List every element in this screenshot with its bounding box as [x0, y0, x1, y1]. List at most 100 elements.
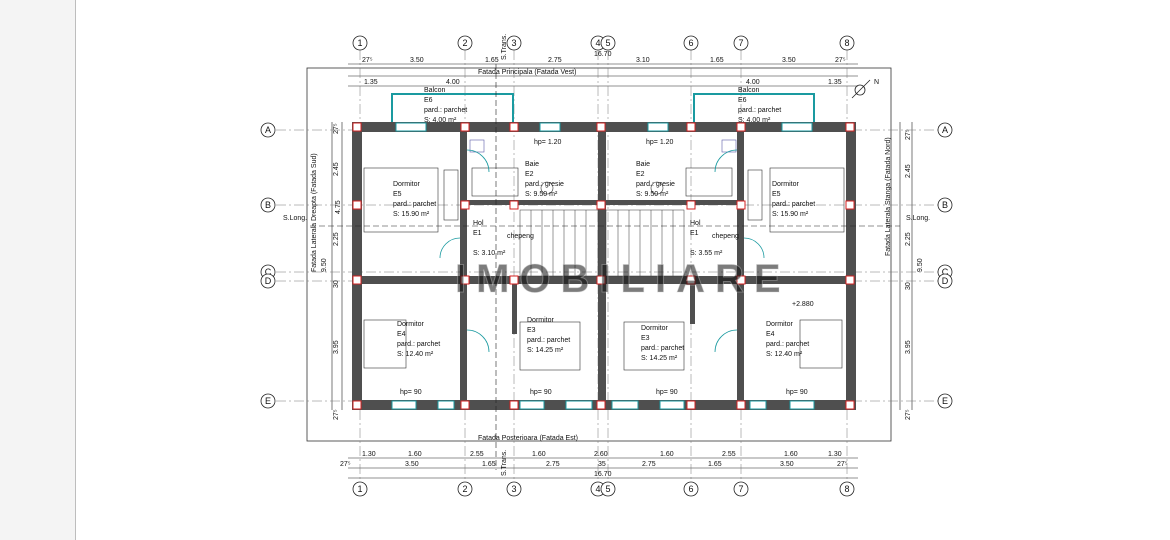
dim-top-4: 2.75 [548, 57, 562, 64]
dim-top-1: 27⁵ [362, 57, 373, 64]
axis-bubble-D-right: D [937, 273, 953, 289]
column [845, 122, 855, 132]
furniture [363, 139, 845, 371]
room-code: E1 [690, 230, 699, 237]
facade-left-label: Fatada Laterala Dreapta (Fatada Sud) [311, 153, 318, 272]
dim-left-6: 30 [333, 280, 340, 288]
room-floor: pard.: gresie [636, 181, 675, 188]
column [736, 122, 746, 132]
svg-text:8: 8 [844, 38, 849, 48]
axis-bubble-2-top: 2 [457, 35, 473, 51]
dim-bot2-8: 3.50 [780, 461, 794, 468]
dim-bot-8: 1.60 [784, 451, 798, 458]
balconies [391, 93, 815, 122]
room-floor: pard.: parchet [766, 341, 809, 348]
wall-west [352, 122, 362, 410]
svg-text:4: 4 [595, 38, 600, 48]
hp-note-b1: hp= 90 [400, 389, 422, 396]
svg-text:D: D [265, 276, 272, 286]
room-area: S: 9.50 m² [636, 191, 669, 198]
column [596, 400, 606, 410]
room-floor: pard.: gresie [525, 181, 564, 188]
wardrobe-left [443, 169, 459, 221]
room-code: E6 [738, 97, 747, 104]
column [460, 400, 470, 410]
room-area: S: 3.55 m² [690, 250, 723, 257]
dim-bot-7: 2.55 [722, 451, 736, 458]
bed-e3-left [519, 321, 581, 371]
column [509, 200, 519, 210]
balcony-right-rail [693, 93, 815, 122]
level-note: +2.880 [792, 301, 814, 308]
facade-bottom-label: Fatada Posterioara (Fatada Est) [478, 435, 578, 442]
axis-bubble-3-bottom: 3 [506, 481, 522, 497]
column [845, 400, 855, 410]
axis-bubble-5-top: 5 [600, 35, 616, 51]
axis-bubble-E-left: E [260, 393, 276, 409]
dim-right-7: 27⁵ [905, 409, 912, 420]
facade-right-label: Fatada Laterala Stanga (Fatada Nord) [885, 137, 892, 256]
dim-right-2: 2.45 [905, 164, 912, 178]
dim-left-2: 2.45 [333, 162, 340, 176]
room-floor: pard.: parchet [738, 107, 781, 114]
svg-text:3: 3 [511, 484, 516, 494]
room-code: E2 [525, 171, 534, 178]
wall-bath-left [460, 122, 467, 276]
axis-bubble-1-top: 1 [352, 35, 368, 51]
column [596, 275, 606, 285]
wall-stair-right [690, 284, 695, 324]
dim-right-4: 9.50 [917, 258, 924, 272]
column [352, 275, 362, 285]
bed-e4-left [363, 319, 407, 369]
svg-text:1: 1 [357, 484, 362, 494]
dim-bot-9: 1.30 [828, 451, 842, 458]
svg-text:E: E [265, 396, 271, 406]
dim-top-total: 16.70 [594, 51, 612, 58]
hp-note-right: hp= 1.20 [646, 139, 674, 146]
svg-text:7: 7 [738, 38, 743, 48]
section-trans-top: S.Trans. [501, 34, 508, 60]
room-name: Dormitor [397, 321, 425, 328]
room-name: Hol [690, 220, 701, 227]
right-dimensions [899, 122, 913, 410]
dim-bot-6: 1.60 [660, 451, 674, 458]
dim-top-8: 27⁵ [835, 57, 846, 64]
column [352, 200, 362, 210]
dim-bot2-3: 1.65 [482, 461, 496, 468]
room-code: E1 [473, 230, 482, 237]
north-arrow: N [851, 79, 879, 99]
axis-bubble-5-bottom: 5 [600, 481, 616, 497]
axis-bubble-E-right: E [937, 393, 953, 409]
dim-left-3: 4.75 [335, 200, 342, 214]
wall-bath-bottom-right [606, 200, 737, 205]
dim-right-6: 3.95 [905, 340, 912, 354]
axis-bubble-7-bottom: 7 [733, 481, 749, 497]
axis-bubble-6-bottom: 6 [683, 481, 699, 497]
toilet-left [540, 181, 554, 195]
svg-text:5: 5 [605, 484, 610, 494]
bed-e3-right [623, 321, 685, 371]
room-area: S: 12.40 m² [397, 351, 434, 358]
dim-bot2-4: 2.75 [546, 461, 560, 468]
top-dimensions [348, 63, 858, 87]
svg-text:B: B [265, 200, 271, 210]
room-code: E5 [772, 191, 781, 198]
dim-bot2-9: 27⁵ [837, 461, 848, 468]
wall-party [598, 122, 606, 410]
dim-bot-5: 2.60 [594, 451, 608, 458]
dim-bot2-6: 2.75 [642, 461, 656, 468]
dim-bot-3: 2.55 [470, 451, 484, 458]
bathtub-left [471, 167, 519, 197]
column [352, 122, 362, 132]
axis-bubble-3-top: 3 [506, 35, 522, 51]
svg-text:8: 8 [844, 484, 849, 494]
stair-right [605, 209, 685, 277]
